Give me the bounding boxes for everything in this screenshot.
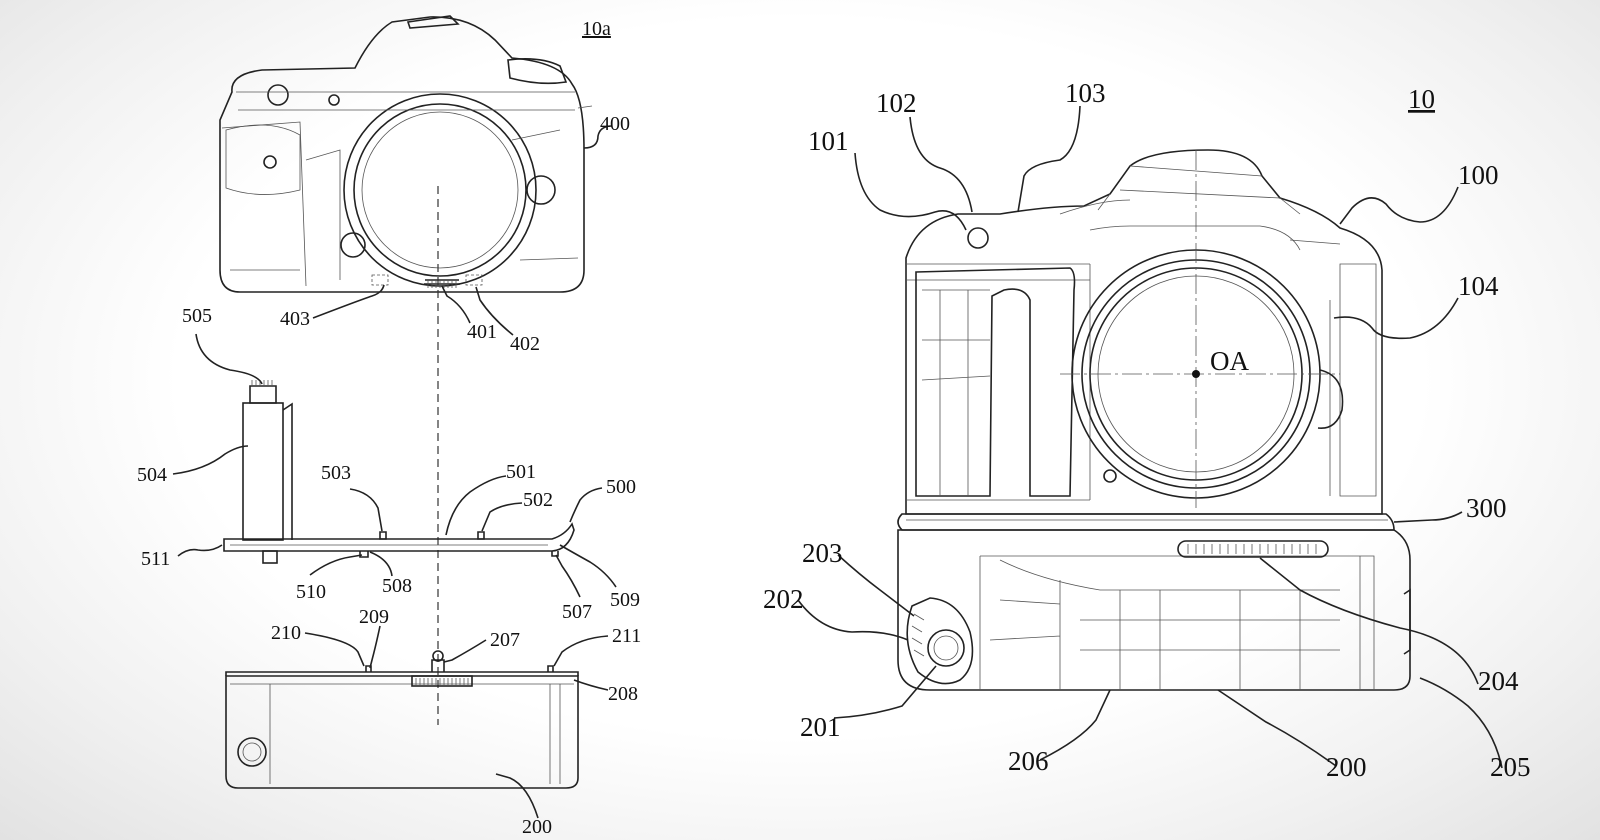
exploded-view: 10a: [137, 16, 641, 838]
label-500: 500: [606, 476, 636, 498]
label-102: 102: [876, 88, 917, 118]
label-400: 400: [600, 113, 630, 135]
label-210: 210: [271, 622, 301, 644]
label-209: 209: [359, 606, 389, 628]
label-509: 509: [610, 589, 640, 611]
label-103: 103: [1065, 78, 1106, 108]
label-104: 104: [1458, 271, 1499, 301]
label-504: 504: [137, 464, 167, 486]
assembled-view: 10: [763, 78, 1531, 782]
label-204: 204: [1478, 666, 1519, 696]
label-200-left: 200: [522, 816, 552, 838]
label-402: 402: [510, 333, 540, 355]
label-208: 208: [608, 683, 638, 705]
label-100: 100: [1458, 160, 1499, 190]
label-503: 503: [321, 462, 351, 484]
battery-grip-200-exploded: [226, 651, 578, 788]
plate-300: [898, 514, 1394, 530]
label-507: 507: [562, 601, 592, 623]
label-403: 403: [280, 308, 310, 330]
camera-body-400: [220, 16, 592, 292]
fig-10-title: 10: [1408, 84, 1435, 114]
label-300: 300: [1466, 493, 1507, 523]
label-OA: OA: [1210, 346, 1249, 376]
label-401: 401: [467, 321, 497, 343]
label-508: 508: [382, 575, 412, 597]
label-505: 505: [182, 305, 212, 327]
left-leader-lines: [173, 126, 616, 818]
label-207: 207: [490, 629, 520, 651]
label-211: 211: [612, 625, 641, 647]
label-206: 206: [1008, 746, 1049, 776]
label-510: 510: [296, 581, 326, 603]
right-leader-lines: [798, 106, 1502, 768]
label-501: 501: [506, 461, 536, 483]
label-502: 502: [523, 489, 553, 511]
camera-body-100: [906, 150, 1382, 514]
label-205: 205: [1490, 752, 1531, 782]
battery-grip-200-assembled: [898, 530, 1410, 690]
label-202: 202: [763, 584, 804, 614]
label-201: 201: [800, 712, 841, 742]
label-101: 101: [808, 126, 849, 156]
label-511: 511: [141, 548, 170, 570]
label-200-right: 200: [1326, 752, 1367, 782]
fig-10a-title: 10a: [582, 18, 611, 40]
label-203: 203: [802, 538, 843, 568]
